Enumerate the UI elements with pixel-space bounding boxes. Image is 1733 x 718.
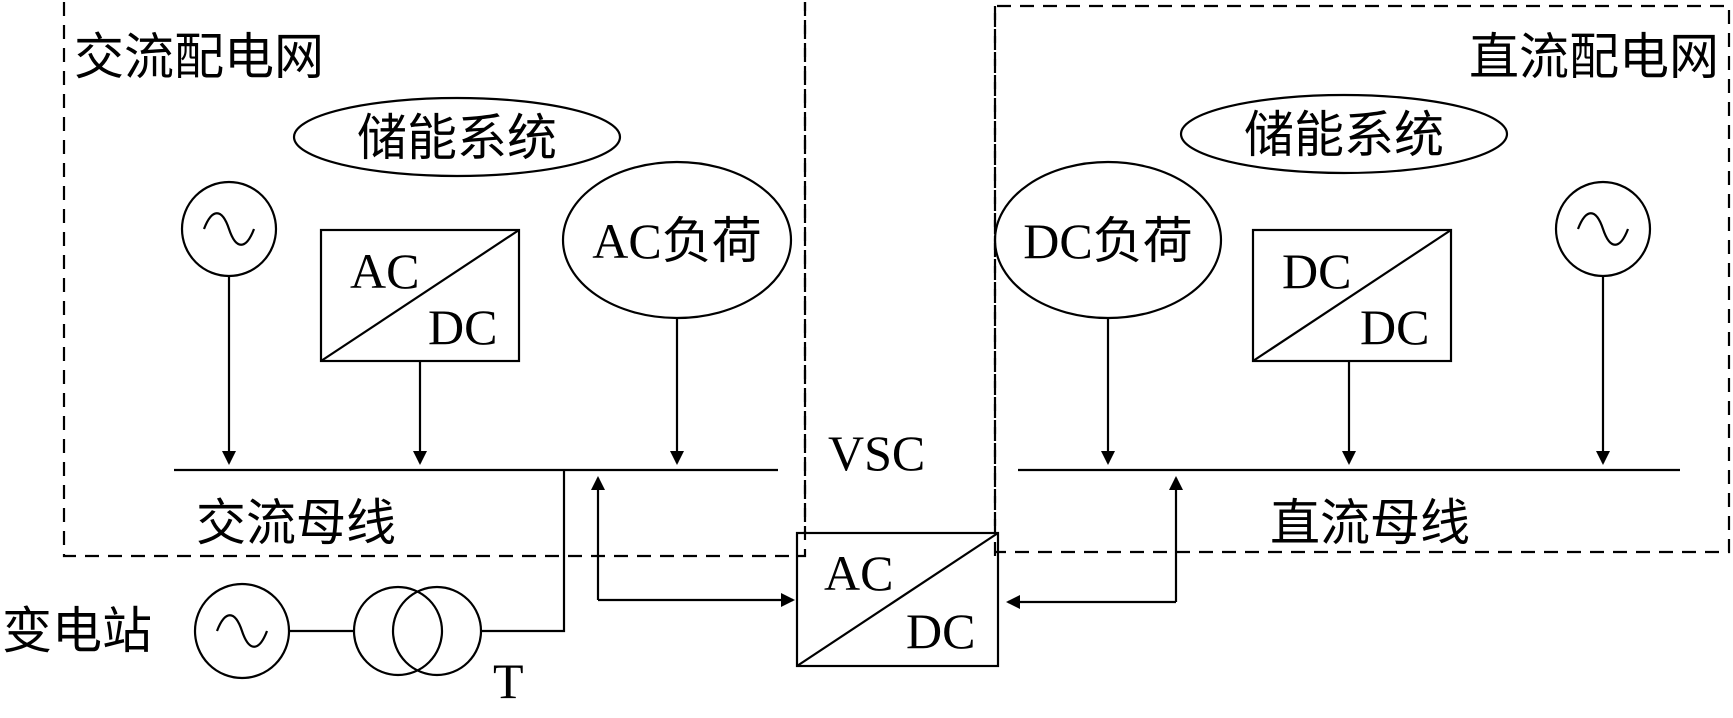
dc-converter-bottom: DC (1360, 299, 1429, 355)
ac-vsc-link (591, 476, 795, 607)
vsc-region: VSC (803, 2, 997, 532)
ac-converter-bottom: DC (428, 299, 497, 355)
ac-load-label: AC负荷 (592, 213, 761, 269)
substation-source-icon (215, 614, 269, 648)
ac-storage-system: 储能系统 (292, 96, 622, 178)
vsc-converter-top: AC (824, 545, 893, 601)
dc-storage-label: 储能系统 (1244, 107, 1444, 163)
ac-grid-region: 交流配电网 (62, 2, 807, 558)
transformer-label: T (493, 653, 524, 709)
transformer-icon (352, 585, 483, 677)
ac-storage-converter: AC DC (319, 228, 521, 465)
ac-grid-title: 交流配电网 (74, 29, 324, 85)
ac-bus-label: 交流母线 (196, 495, 396, 551)
dc-grid-region: 直流配电网 (993, 4, 1731, 556)
vsc-label: VSC (828, 425, 925, 481)
ac-generator (180, 180, 278, 465)
vsc-converter-bottom: DC (906, 603, 975, 659)
ac-storage-label: 储能系统 (357, 110, 557, 166)
vsc-dc-link (1006, 476, 1183, 609)
dc-source-icon (1576, 212, 1630, 246)
substation: 变电站 T (2, 470, 566, 709)
ac-converter-top: AC (350, 243, 419, 299)
ac-bus: 交流母线 (174, 468, 778, 551)
dc-converter-top: DC (1282, 243, 1351, 299)
ac-source-icon (202, 212, 256, 246)
dc-grid-title: 直流配电网 (1469, 29, 1719, 85)
ac-load: AC负荷 (561, 160, 793, 465)
dc-load: DC负荷 (993, 160, 1223, 465)
dc-storage-system: 储能系统 (1179, 93, 1509, 175)
dc-storage-converter: DC DC (1251, 228, 1453, 465)
substation-label: 变电站 (2, 603, 152, 659)
dc-bus: 直流母线 (1018, 468, 1680, 551)
dc-generator (1554, 180, 1652, 465)
dc-bus-label: 直流母线 (1270, 495, 1470, 551)
vsc-converter: AC DC (795, 531, 1000, 668)
dc-load-label: DC负荷 (1023, 213, 1192, 269)
